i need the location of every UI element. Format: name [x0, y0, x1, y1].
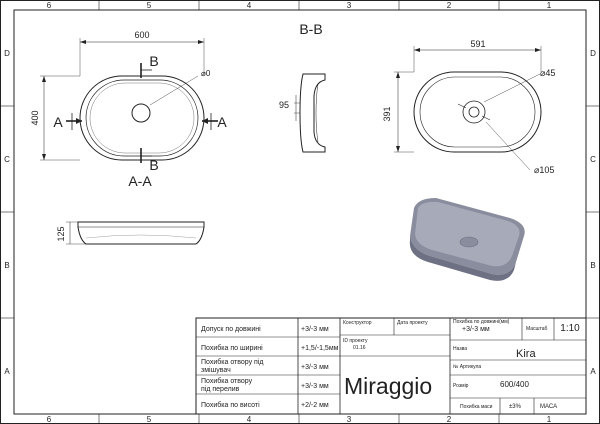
title-block-text: Допуск по довжині +3/-3 мм Похибка по ши… [201, 319, 580, 410]
front-view-height-dim: 125 [56, 226, 66, 241]
tolerance-row-value: +3/-3 мм [301, 383, 329, 390]
inner-view-arrows [396, 48, 541, 152]
inner-drain-inner [468, 106, 480, 118]
constructor-label: Конструктор [343, 320, 372, 326]
row-label-right: C [590, 155, 596, 164]
inner-view-height-dim: 391 [382, 106, 392, 121]
basin-3d-render [409, 198, 525, 281]
cut-label-b-top: B [149, 53, 158, 69]
tolerance-row-label: Похибка по висоті [201, 401, 260, 409]
length-tolerance-label: Похибка по довжині(мм) [453, 319, 510, 325]
tolerance-row-label: Похибка по ширині [201, 344, 263, 352]
row-label-left: D [4, 49, 10, 58]
col-label-bottom: 1 [547, 415, 552, 424]
top-view-width-dim: 600 [134, 30, 149, 40]
section-aa-title: A-A [128, 173, 152, 189]
col-label-top: 5 [147, 1, 152, 10]
tolerance-row-value: +1,5/-1,5мм [301, 345, 339, 352]
size-label: Розмір [453, 383, 469, 389]
length-tolerance-value: +3/-3 мм [462, 326, 490, 333]
top-view-drain-dim: ⌀0 [201, 69, 211, 78]
drain-hole [131, 103, 151, 123]
col-label-bottom: 3 [347, 415, 352, 424]
inner-view [394, 46, 542, 171]
section-bb-title: B-B [299, 21, 322, 37]
inner-drain-outer [462, 100, 486, 124]
cut-label-b-bottom: B [149, 157, 158, 173]
side-section-view [294, 73, 326, 153]
inner-view-outer-dim: ⌀105 [534, 165, 554, 175]
col-label-bottom: 6 [47, 415, 52, 424]
col-label-bottom: 2 [447, 415, 452, 424]
col-label-top: 6 [47, 1, 52, 10]
row-label-left: A [4, 367, 10, 376]
project-date-label: Дата проекту [397, 320, 428, 326]
cut-label-a-left: A [53, 114, 63, 130]
cut-label-a-right: A [217, 114, 227, 130]
tolerance-row-label: Допуск по довжині [201, 325, 261, 333]
inner-border [13, 9, 587, 415]
front-view [66, 221, 205, 245]
tolerance-row-value: +3/-3 мм [301, 326, 329, 333]
inner-view-width-dim: 591 [470, 39, 485, 49]
mass-error-label: Похибка маси [460, 404, 493, 410]
row-label-left: B [4, 261, 9, 270]
row-label-right: A [590, 367, 596, 376]
col-label-top: 4 [247, 1, 252, 10]
col-label-top: 2 [447, 1, 452, 10]
tolerance-row-value: +3/-3 мм [301, 364, 329, 371]
tolerance-row-value: +2/-2 мм [301, 402, 329, 409]
top-view [40, 38, 218, 163]
size-value: 600/400 [500, 380, 529, 389]
inner-view-drain-dim: ⌀45 [540, 68, 555, 78]
scale-value: 1:10 [560, 323, 580, 334]
side-view-depth-dim: 95 [279, 100, 289, 110]
name-label: Назва [453, 346, 467, 352]
top-view-height-dim: 400 [30, 110, 40, 125]
scale-label: Масштаб [526, 326, 548, 332]
project-id-value: 01.16 [353, 345, 366, 351]
col-label-top: 3 [347, 1, 352, 10]
col-label-bottom: 4 [247, 415, 252, 424]
article-label: № Артикула [453, 364, 481, 370]
col-label-bottom: 5 [147, 415, 152, 424]
top-view-arrows [42, 40, 208, 160]
row-label-right: B [590, 261, 595, 270]
mass-error-value: ±3% [509, 404, 522, 410]
product-name: Kira [516, 348, 536, 360]
render-drain [459, 236, 479, 248]
title-block [195, 317, 587, 415]
mass-label: МАСА [540, 404, 557, 410]
row-label-left: C [4, 155, 10, 164]
col-label-top: 1 [547, 1, 552, 10]
brand-logo: Miraggio [344, 373, 432, 399]
project-id-label: ID проекту [343, 338, 368, 344]
row-label-right: D [590, 49, 596, 58]
